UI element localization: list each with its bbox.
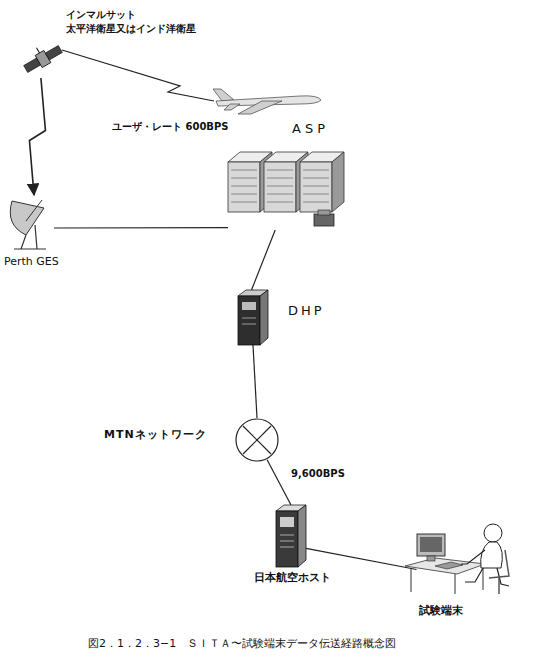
network-node: ASP [228, 148, 346, 230]
network-node: 日本航空ホスト [276, 505, 306, 567]
node-label: MTNネットワーク [104, 428, 207, 442]
network-node: インマルサット 太平洋衛星又はインド洋衛星 [22, 40, 64, 78]
node-icon [4, 195, 54, 250]
node-label: DHP [288, 304, 325, 318]
radio-link [62, 50, 214, 101]
rate-label: ユーザ・レート 600BPS [112, 120, 229, 134]
network-node: Perth GES [4, 195, 54, 250]
connector-line [267, 460, 291, 505]
node-label: インマルサット 太平洋衛星又はインド洋衛星 [66, 8, 206, 36]
network-node: DHP [238, 290, 268, 345]
node-icon [234, 418, 280, 462]
node-icon [228, 148, 346, 230]
network-node: MTNネットワーク [234, 418, 280, 462]
figure-caption: 図2．1．2．3−1 ＳＩＴＡ〜試験端末データ伝送経路概念図 [88, 636, 396, 651]
node-label: 日本航空ホスト [254, 571, 331, 585]
node-label: 試験端末 [419, 604, 463, 618]
node-icon [276, 505, 306, 567]
node-icon [22, 40, 64, 78]
connector-line [253, 345, 257, 418]
node-icon [405, 520, 520, 595]
radio-link [29, 78, 45, 195]
node-icon [238, 290, 268, 345]
node-label: Perth GES [4, 255, 59, 269]
connector-line [252, 230, 276, 290]
node-label: ASP [292, 122, 329, 136]
connector-line [306, 548, 417, 569]
network-node: 試験端末 [405, 520, 520, 595]
airplane-illustration [213, 89, 321, 114]
line-rate-label: 9,600BPS [291, 468, 345, 479]
connector-line [54, 227, 228, 229]
